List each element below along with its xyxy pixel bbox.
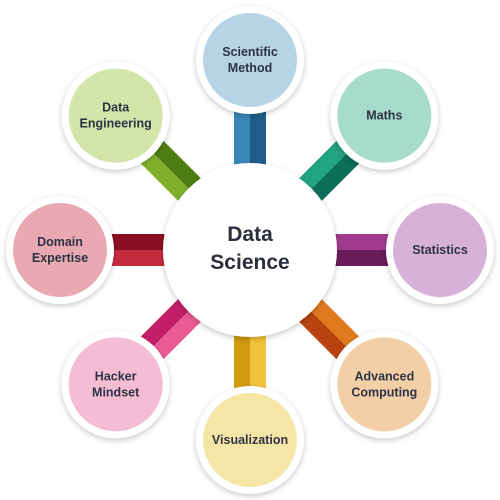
- node-label-hacker-mindset-line-2: Mindset: [92, 385, 140, 399]
- node-label-hacker-mindset-line-1: Hacker: [95, 369, 137, 383]
- node-circle-data-engineering: [68, 68, 163, 163]
- node-label-scientific-method-line-2: Method: [228, 61, 272, 75]
- node-circle-visualization: [203, 393, 297, 487]
- node-label-data-engineering-line-2: Engineering: [80, 117, 152, 131]
- node-circle-statistics: [393, 203, 487, 297]
- center-label-line-2: Science: [210, 251, 289, 274]
- nodes-layer: ScientificMethodMathsStatisticsAdvancedC…: [6, 6, 494, 494]
- node-circle-hacker-mindset: [68, 337, 163, 432]
- node-label-advanced-computing-line-1: Advanced: [354, 369, 414, 383]
- node-statistics: Statistics: [386, 196, 494, 304]
- node-label-advanced-computing-line-2: Computing: [351, 385, 417, 399]
- node-label-statistics-line-1: Statistics: [412, 243, 468, 257]
- center-circle: [163, 163, 337, 337]
- node-visualization: Visualization: [196, 386, 304, 494]
- node-label-data-engineering-line-1: Data: [102, 101, 130, 115]
- node-label-scientific-method-line-1: Scientific: [222, 45, 278, 59]
- node-circle-domain-expertise: [13, 203, 107, 297]
- node-circle-maths: [337, 68, 432, 163]
- node-label-domain-expertise-line-2: Expertise: [32, 251, 88, 265]
- center-label-line-1: Data: [227, 223, 273, 246]
- node-label-visualization-line-1: Visualization: [212, 433, 288, 447]
- node-label-maths-line-1: Maths: [366, 109, 402, 123]
- node-circle-scientific-method: [203, 13, 297, 107]
- node-label-domain-expertise-line-1: Domain: [37, 235, 83, 249]
- node-maths: Maths: [330, 61, 439, 170]
- node-circle-advanced-computing: [337, 337, 432, 432]
- center-hub: Data Science: [163, 163, 337, 337]
